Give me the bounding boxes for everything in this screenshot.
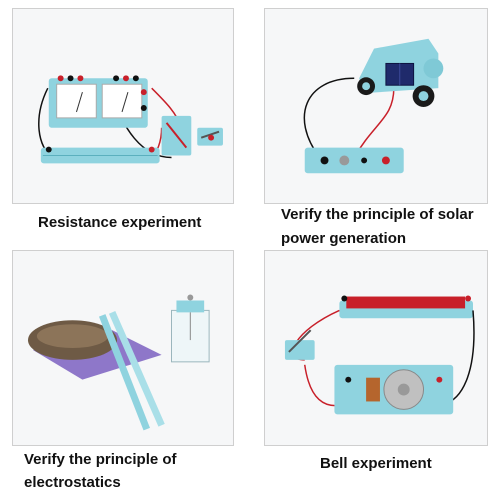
electrostatics-illustration — [13, 251, 233, 445]
electromagnet-coil — [366, 377, 380, 402]
motor-base — [304, 147, 404, 174]
voltmeter — [101, 83, 143, 119]
resistance-circuit-illustration — [13, 9, 233, 203]
bell-circuit-illustration — [265, 251, 487, 445]
bell-experiment-photo — [264, 250, 488, 446]
caption-electrostatics-line-2: electrostatics — [24, 474, 121, 491]
caption-bell-experiment: Bell experiment — [320, 455, 432, 472]
electrostatics-experiment-photo — [12, 250, 234, 446]
solar-power-experiment-photo — [264, 8, 488, 204]
caption-solar-line-1: Verify the principle of solar — [281, 206, 474, 223]
caption-resistance-experiment: Resistance experiment — [38, 214, 202, 231]
switch — [284, 340, 315, 360]
plastic-rod — [108, 310, 165, 427]
caption-electrostatics-line-1: Verify the principle of — [24, 451, 177, 468]
ammeter — [56, 83, 97, 119]
caption-solar-line-2: power generation — [281, 230, 407, 247]
solar-car-illustration — [265, 9, 487, 203]
glass-rod — [98, 314, 150, 431]
resistance-experiment-photo — [12, 8, 234, 204]
